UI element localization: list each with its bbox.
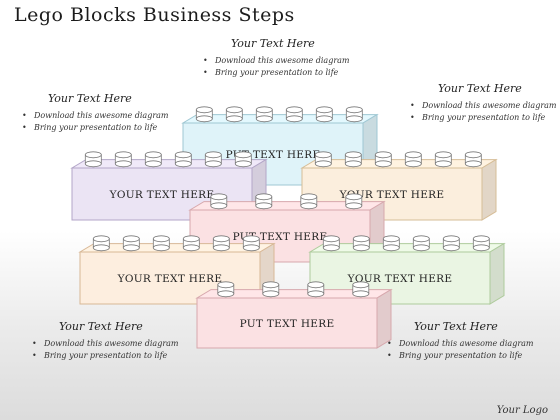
brick-side-face <box>481 158 497 221</box>
brick-stud <box>404 151 422 168</box>
callout-bullet: Bring your presentation to life <box>203 68 353 78</box>
callout-bullet: Download this awesome diagram <box>387 339 537 349</box>
lego-brick-2: YOUR TEXT HERE <box>70 151 268 221</box>
callout-top-left: Your Text Here Download this awesome dia… <box>22 92 172 135</box>
brick-stud <box>255 106 273 123</box>
brick-label: YOUR TEXT HERE <box>347 273 453 285</box>
brick-stud <box>442 235 460 252</box>
brick-stud <box>434 151 452 168</box>
callout-bullet: Download this awesome diagram <box>32 339 182 349</box>
brick-stud <box>225 106 243 123</box>
brick-stud <box>255 193 273 210</box>
callout-bottom-left: Your Text Here Download this awesome dia… <box>32 320 182 363</box>
brick-front-face <box>196 297 378 349</box>
callout-bullet: Bring your presentation to life <box>22 123 172 133</box>
brick-stud <box>345 106 363 123</box>
brick-stud <box>262 281 280 298</box>
callout-bullet: Download this awesome diagram <box>410 101 560 111</box>
brick-stud <box>144 151 162 168</box>
brick-stud <box>412 235 430 252</box>
brick-stud <box>315 106 333 123</box>
callout-bottom-right: Your Text Here Download this awesome dia… <box>387 320 537 363</box>
brick-stud <box>92 235 110 252</box>
lego-brick-7: PUT TEXT HERE <box>195 281 393 349</box>
callout-bullet: Download this awesome diagram <box>22 111 172 121</box>
callout-heading: Your Text Here <box>438 82 522 95</box>
brick-stud <box>344 151 362 168</box>
lego-brick-6: YOUR TEXT HERE <box>308 235 506 305</box>
callout-bullet: Download this awesome diagram <box>203 56 353 66</box>
brick-stud <box>300 193 318 210</box>
brick-stud <box>152 235 170 252</box>
brick-stud <box>314 151 332 168</box>
brick-stud <box>374 151 392 168</box>
callout-heading: Your Text Here <box>231 37 315 50</box>
brick-stud <box>352 281 370 298</box>
brick-stud <box>352 235 370 252</box>
callout-heading: Your Text Here <box>59 320 143 333</box>
brick-side-face <box>489 242 505 305</box>
brick-stud <box>195 106 213 123</box>
brick-stud <box>204 151 222 168</box>
brick-stud <box>212 235 230 252</box>
brick-stud <box>285 106 303 123</box>
brick-stud <box>472 235 490 252</box>
callout-bullet: Bring your presentation to life <box>387 351 537 361</box>
brick-stud <box>114 151 132 168</box>
brick-stud <box>182 235 200 252</box>
brick-stud <box>307 281 325 298</box>
callout-top-right: Your Text Here Download this awesome dia… <box>410 82 560 125</box>
callout-top-center: Your Text Here Download this awesome dia… <box>203 37 353 80</box>
logo-placeholder: Your Logo <box>496 405 548 416</box>
brick-side-face <box>376 288 392 349</box>
brick-label: YOUR TEXT HERE <box>109 189 215 201</box>
callout-heading: Your Text Here <box>414 320 498 333</box>
brick-stud <box>382 235 400 252</box>
callout-heading: Your Text Here <box>48 92 132 105</box>
brick-stud <box>322 235 340 252</box>
page-title: Lego Blocks Business Steps <box>14 4 295 26</box>
brick-label: PUT TEXT HERE <box>240 318 335 330</box>
brick-stud <box>174 151 192 168</box>
callout-bullet: Bring your presentation to life <box>32 351 182 361</box>
brick-label: YOUR TEXT HERE <box>117 273 223 285</box>
brick-stud <box>217 281 235 298</box>
brick-stud <box>464 151 482 168</box>
brick-stud <box>122 235 140 252</box>
brick-stud <box>242 235 260 252</box>
callout-bullet: Bring your presentation to life <box>410 113 560 123</box>
brick-stud <box>84 151 102 168</box>
brick-stud <box>345 193 363 210</box>
brick-stud <box>210 193 228 210</box>
lego-brick-1: PUT TEXT HERE <box>181 106 379 186</box>
brick-label: YOUR TEXT HERE <box>339 189 445 201</box>
brick-stud <box>234 151 252 168</box>
